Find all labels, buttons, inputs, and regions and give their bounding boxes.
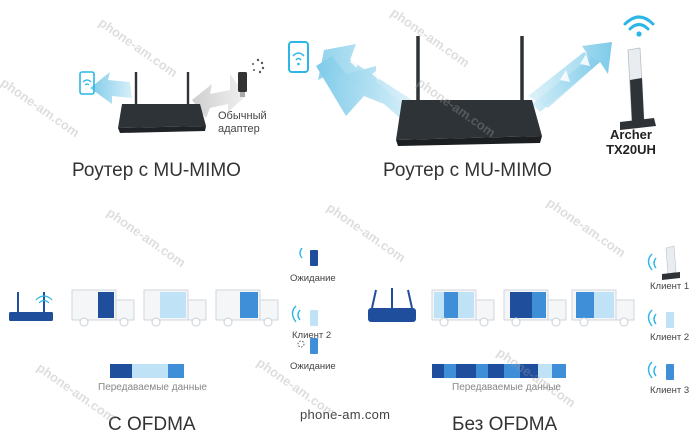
ofdma-router-icon <box>9 292 53 321</box>
ofdma-trucks <box>71 289 279 327</box>
bottom-illustration <box>9 245 680 380</box>
adapter-label-line1: Обычный <box>218 110 267 122</box>
middle-state-2: Клиент 2 <box>292 330 332 341</box>
client-label-3: Клиент 3 <box>650 385 690 396</box>
product-label: Archer TX20UH <box>601 127 661 157</box>
ofdma-caption: С OFDMA <box>108 414 196 435</box>
middle-client-icons <box>291 247 318 354</box>
data-label-right: Передаваемые данные <box>452 382 561 393</box>
data-label-left: Передаваемые данные <box>98 382 207 393</box>
ofdma-data-bar <box>110 364 184 378</box>
middle-state-3: Ожидание <box>290 361 336 372</box>
top-illustration <box>79 15 656 146</box>
middle-state-1: Ожидание <box>290 273 336 284</box>
no-ofdma-trucks <box>431 289 635 327</box>
left-mumimo-scene <box>79 58 265 133</box>
product-label-line1: Archer <box>610 127 652 142</box>
right-top-caption: Роутер с MU-MIMO <box>383 160 552 181</box>
site-label: phone-am.com <box>300 407 391 422</box>
product-label-line2: TX20UH <box>606 142 656 157</box>
right-client-icons <box>647 245 680 380</box>
no-ofdma-caption: Без OFDMA <box>452 414 558 435</box>
adapter-label-line2: адаптер <box>218 123 260 135</box>
adapter-label: Обычный адаптер <box>218 110 267 136</box>
no-ofdma-router-icon <box>368 288 416 322</box>
no-ofdma-data-bar <box>432 364 566 378</box>
right-mumimo-scene <box>288 15 656 146</box>
client-label-2: Клиент 2 <box>650 332 690 343</box>
client-label-1: Клиент 1 <box>650 281 690 292</box>
left-top-caption: Роутер с MU-MIMO <box>72 160 241 181</box>
